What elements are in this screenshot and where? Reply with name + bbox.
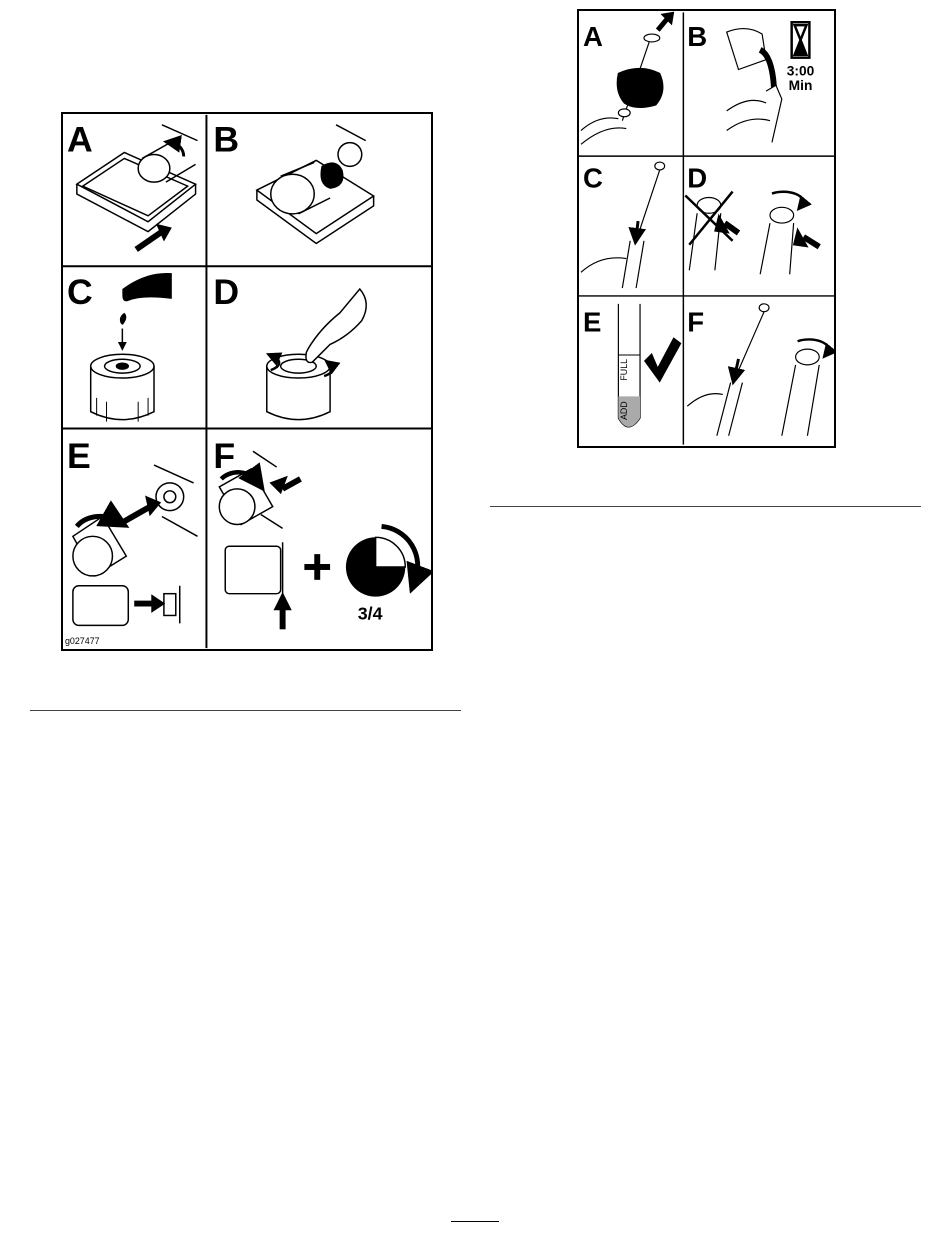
drain-pan-illustration: [77, 125, 198, 232]
gasket-wipe-illustration: [257, 125, 374, 244]
add-oil-illustration: [727, 29, 782, 143]
hourglass-icon: [792, 22, 810, 57]
dipstick-reinstall-illustration: [687, 304, 828, 436]
dipstick-cap-illustration: [689, 192, 819, 275]
dipstick-full-label: FULL: [619, 359, 629, 381]
dipstick-panel-letter-b: B: [687, 21, 707, 52]
filter-install-illustration: [73, 465, 198, 625]
dipstick-panel-letter-a: A: [583, 21, 603, 52]
dipstick-panel-letter-d: D: [687, 163, 707, 194]
panel-letter-d: D: [213, 272, 239, 312]
dipstick-add-label: ADD: [619, 401, 629, 420]
wait-unit: Min: [789, 78, 813, 93]
panel-letter-c: C: [67, 272, 93, 312]
hand-illustration: [267, 289, 366, 420]
oil-filter-illustration: [91, 354, 154, 421]
panel-letter-a: A: [67, 120, 93, 160]
section-divider-left: [30, 710, 461, 711]
panel-letter-b: B: [213, 120, 239, 160]
dipstick-panel-letter-f: F: [687, 306, 704, 337]
filter-tighten-illustration: [219, 451, 300, 629]
oil-bottle-illustration: [120, 273, 172, 346]
oil-filter-figure-art: A B C D E F: [63, 114, 431, 649]
quarter-turn-icon: [346, 526, 418, 596]
oil-filter-figure: A B C D E F: [61, 112, 433, 651]
graphic-id: g027477: [65, 636, 100, 646]
checkmark-icon: [644, 337, 681, 382]
dipstick-figure-art: A B C D E F 3:00 Min: [579, 11, 834, 446]
footer-rule: [451, 1221, 499, 1222]
turn-fraction-label: 3/4: [358, 603, 383, 623]
wait-time: 3:00: [787, 63, 815, 78]
dipstick-figure: A B C D E F 3:00 Min: [577, 9, 836, 448]
section-divider-right: [490, 506, 921, 507]
panel-letter-e: E: [67, 436, 91, 476]
panel-letter-f: F: [213, 436, 235, 476]
plus-icon: [304, 554, 330, 580]
dipstick-panel-letter-c: C: [583, 163, 603, 194]
dipstick-panel-letter-e: E: [583, 306, 601, 337]
